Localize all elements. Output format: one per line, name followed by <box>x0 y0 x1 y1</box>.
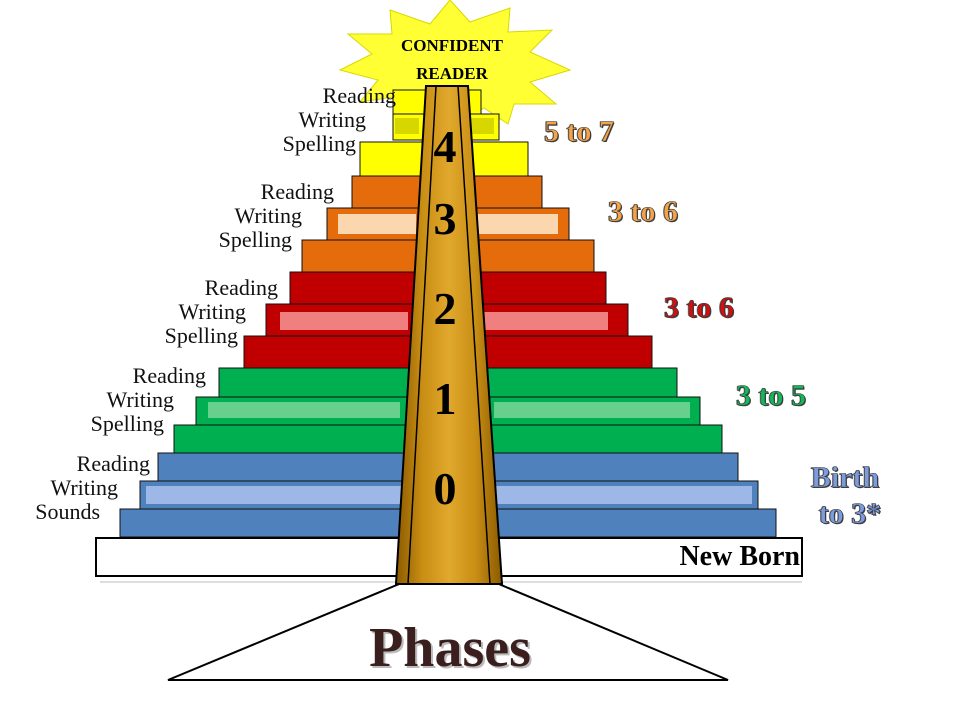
tier-3-label-reading: Reading <box>260 179 334 204</box>
tier-1-label-reading: Reading <box>132 363 206 388</box>
tier-2-pattern-left <box>280 312 408 330</box>
tier-3-skill-labels: Reading Writing Spelling <box>170 180 334 252</box>
phase-number-2: 2 <box>433 283 457 334</box>
tier-3-label-writing: Writing <box>234 203 302 228</box>
tier-4-label-writing: Writing <box>298 107 366 132</box>
tier-2-skill-labels: Reading Writing Spelling <box>110 276 278 348</box>
tier-0-label-writing: Writing <box>50 475 118 500</box>
tier-0-age-line-1: Birth <box>810 461 880 495</box>
tier-1-label-writing: Writing <box>106 387 174 412</box>
tier-3-label-spelling: Spelling <box>218 227 292 252</box>
tier-2-pattern-right <box>484 312 608 330</box>
phase-number-3: 3 <box>433 193 457 244</box>
tier-4-skill-labels: Reading Writing Spelling <box>230 84 396 156</box>
tier-2-age-range: 3 to 6 <box>664 291 735 324</box>
phase-number-0: 0 <box>433 463 457 514</box>
tier-3-pattern-right <box>478 214 558 234</box>
phases-title: Phases <box>369 617 531 679</box>
new-born-label: New Born <box>679 541 800 572</box>
tier-3-age-range: 3 to 6 <box>608 195 679 228</box>
tier-0-age-range: Birth to 3* <box>800 460 890 532</box>
phase-number-1: 1 <box>433 373 457 424</box>
burst-line-1: CONFIDENT <box>400 36 503 55</box>
tier-2-label-spelling: Spelling <box>164 323 238 348</box>
tier-1-age-range: 3 to 5 <box>736 379 807 412</box>
tier-2-label-writing: Writing <box>178 299 246 324</box>
tier-1-pattern-left <box>208 402 400 418</box>
tier-0-age-line-2: to 3* <box>818 497 882 531</box>
tier-3-pattern-left <box>338 214 416 234</box>
phase-column <box>394 85 504 585</box>
tier-2-label-reading: Reading <box>204 275 278 300</box>
phase-number-4: 4 <box>433 121 457 172</box>
tier-0-skill-labels: Reading Writing Sounds <box>0 452 150 524</box>
tier-1-label-spelling: Spelling <box>90 411 164 436</box>
tier-0-label-sounds: Sounds <box>35 499 100 524</box>
burst-title: CONFIDENT READER <box>374 32 530 88</box>
tier-0-pattern-right <box>496 486 752 504</box>
tier-4-label-spelling: Spelling <box>282 131 356 156</box>
burst-line-2: READER <box>416 64 488 83</box>
tier-4-pattern-left <box>395 118 419 134</box>
tier-0-pattern-left <box>146 486 408 504</box>
tier-1-pattern-right <box>494 402 690 418</box>
tier-0-label-reading: Reading <box>76 451 150 476</box>
tier-4-label-reading: Reading <box>322 83 396 108</box>
tier-1-skill-labels: Reading Writing Spelling <box>40 364 206 436</box>
tier-4-pattern-right <box>470 118 494 134</box>
tier-4-age-range: 5 to 7 <box>544 115 615 148</box>
